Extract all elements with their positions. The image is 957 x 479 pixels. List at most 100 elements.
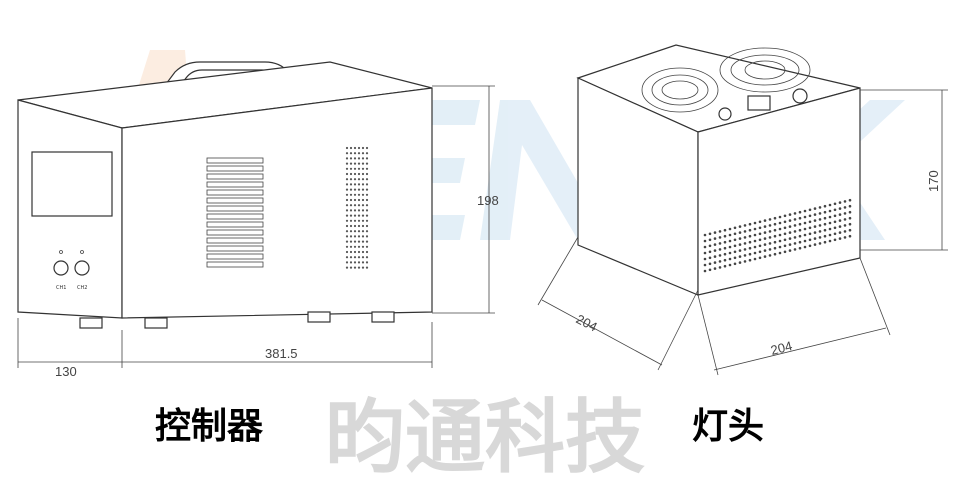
vent-hole — [718, 242, 722, 245]
vent-hole — [733, 232, 737, 236]
vent-hole — [758, 244, 762, 248]
vent-hole — [365, 193, 369, 196]
vent-hole — [768, 236, 772, 239]
vent-hole — [843, 230, 847, 233]
vent-hole — [803, 227, 807, 231]
controller-caption: 控制器 — [155, 406, 264, 447]
vent-hole — [361, 245, 365, 248]
controller-side-face — [121, 87, 433, 319]
vent-hole — [345, 172, 349, 176]
lamp-port — [718, 107, 732, 121]
vent-hole — [345, 266, 349, 269]
vent-hole — [773, 240, 777, 244]
vent-hole — [828, 239, 832, 243]
vent-hole — [353, 146, 357, 150]
vent-hole — [718, 266, 722, 269]
vent-hole — [833, 202, 837, 206]
vent-hole — [365, 235, 369, 238]
vent-hole — [723, 258, 727, 262]
vent-hole — [738, 231, 742, 234]
vent-hole — [743, 248, 747, 251]
vent-hole — [738, 249, 742, 252]
lamp-vent-holes — [703, 198, 852, 273]
vent-hole — [843, 224, 847, 227]
vent-hole — [349, 193, 353, 196]
vent-hole — [718, 254, 722, 257]
vent-hole — [828, 215, 832, 219]
vent-hole — [818, 242, 822, 245]
vent-hole — [828, 221, 832, 225]
vent-hole — [778, 245, 782, 249]
vent-hole — [783, 226, 787, 230]
vent-hole — [361, 250, 365, 254]
vent-hole — [353, 152, 357, 155]
vent-hole — [365, 240, 369, 243]
dim-lamp-height: 170 — [926, 170, 941, 192]
vent-hole — [788, 225, 792, 228]
vent-hole — [748, 258, 752, 262]
controller-vent-slots — [206, 157, 264, 268]
vent-hole — [823, 234, 827, 238]
lamp-port — [792, 88, 808, 104]
vent-hole — [365, 157, 369, 160]
vent-hole — [833, 214, 837, 218]
vent-hole — [345, 167, 349, 170]
vent-hole — [365, 198, 369, 202]
vent-hole — [353, 198, 357, 202]
vent-hole — [365, 167, 369, 170]
vent-hole — [703, 257, 707, 261]
vent-hole — [349, 219, 353, 222]
vent-hole — [365, 183, 369, 186]
vent-hole — [723, 234, 727, 238]
vent-hole — [823, 204, 827, 208]
vent-hole — [718, 260, 722, 263]
vent-hole — [353, 245, 357, 248]
vent-hole — [803, 233, 807, 237]
vent-hole — [357, 214, 361, 217]
vent-hole — [758, 232, 762, 236]
vent-hole — [345, 157, 349, 160]
vent-hole — [723, 246, 727, 250]
vent-hole — [763, 219, 767, 222]
vent-slot — [206, 205, 264, 212]
vent-hole — [357, 157, 361, 160]
vent-hole — [793, 236, 797, 239]
vent-hole — [365, 204, 369, 207]
vent-hole — [823, 210, 827, 214]
vent-hole — [345, 178, 349, 181]
vent-hole — [843, 200, 847, 203]
vent-hole — [788, 237, 792, 240]
vent-hole — [357, 219, 361, 222]
vent-hole — [357, 162, 361, 165]
vent-hole — [345, 224, 349, 228]
vent-hole — [808, 244, 812, 248]
vent-hole — [783, 250, 787, 254]
vent-hole — [345, 152, 349, 155]
vent-hole — [738, 243, 742, 246]
vent-hole — [345, 162, 349, 165]
vent-hole — [345, 250, 349, 254]
vent-hole — [758, 256, 762, 260]
vent-hole — [357, 261, 361, 264]
vent-hole — [728, 227, 732, 231]
vent-hole — [798, 210, 802, 214]
vent-hole — [361, 240, 365, 243]
vent-hole — [743, 230, 747, 233]
vent-hole — [733, 238, 737, 242]
vent-hole — [357, 172, 361, 176]
vent-hole — [708, 232, 712, 236]
vent-hole — [848, 210, 852, 214]
vent-hole — [353, 261, 357, 264]
vent-hole — [361, 193, 365, 196]
vent-hole — [361, 235, 365, 238]
vent-hole — [833, 232, 837, 236]
vent-hole — [361, 188, 365, 191]
lamp-connector — [747, 95, 771, 111]
vent-hole — [818, 218, 822, 221]
vent-hole — [838, 225, 842, 228]
vent-hole — [803, 209, 807, 213]
vent-hole — [768, 248, 772, 251]
vent-hole — [718, 248, 722, 251]
vent-hole — [748, 246, 752, 250]
vent-hole — [828, 203, 832, 207]
